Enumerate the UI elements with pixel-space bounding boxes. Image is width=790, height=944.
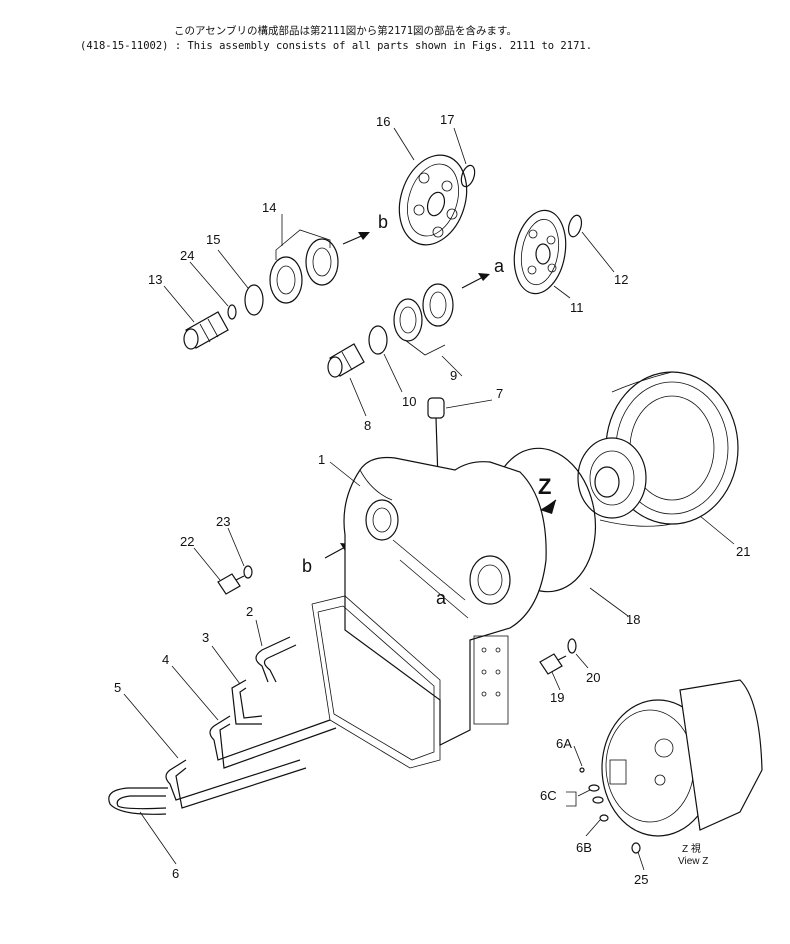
marker-b-housing: b (302, 556, 312, 576)
marker-a-housing: a (436, 588, 447, 608)
part-8-sleeve (327, 343, 365, 378)
part-15-snap-ring (244, 284, 264, 316)
callout-11: 11 (570, 300, 584, 315)
leader-lines (123, 127, 735, 871)
callout-12: 12 (614, 272, 628, 287)
note-japanese: このアセンブリの構成部品は第2111図から第2171図の部品を含みます。 (174, 25, 517, 37)
part-19-bolt (539, 653, 567, 675)
z-view-arrow (540, 499, 557, 514)
callout-17: 17 (440, 112, 454, 127)
part-11-carrier (513, 209, 567, 295)
callout-24: 24 (180, 248, 194, 263)
part-20-washer (567, 638, 577, 654)
callout-16: 16 (376, 114, 390, 129)
callout-10: 10 (402, 394, 416, 409)
callout-8: 8 (364, 418, 371, 433)
callout-6C: 6C (540, 788, 557, 803)
callout-6B: 6B (576, 840, 592, 855)
arrow-b-top (342, 232, 370, 245)
callout-14: 14 (262, 200, 276, 215)
part-14-bearings (269, 229, 339, 304)
marker-a-top: a (494, 256, 505, 276)
view-z-housing (601, 679, 763, 837)
callout-1: 1 (318, 452, 325, 467)
callout-23: 23 (216, 514, 230, 529)
arrow-a-top (461, 273, 490, 289)
part-17-snap-ring (460, 164, 476, 188)
callout-2: 2 (246, 604, 253, 619)
part-1-housing (343, 456, 547, 746)
callout-3: 3 (202, 630, 209, 645)
callout-9: 9 (450, 368, 457, 383)
view-z-label-line2: View Z (678, 856, 708, 867)
part-10-snap-ring (368, 325, 388, 355)
callout-18: 18 (626, 612, 640, 627)
part-25-plug (631, 842, 641, 854)
callout-20: 20 (586, 670, 600, 685)
part-9-bearings (393, 283, 454, 356)
callout-6A: 6A (556, 736, 572, 751)
marker-b-top: b (378, 212, 388, 232)
view-z-label-line1: Z 視 (682, 842, 701, 855)
callout-15: 15 (206, 232, 220, 247)
part-16-carrier (398, 154, 468, 246)
tubes-2-to-6 (108, 636, 337, 815)
note-english: (418-15-11002) : This assembly consists … (80, 40, 593, 52)
part-6C-plugs (588, 784, 604, 804)
marker-z: Z (538, 474, 551, 499)
part-21-drum (577, 371, 739, 527)
callout-7: 7 (496, 386, 503, 401)
callout-21: 21 (736, 544, 750, 559)
callout-6: 6 (172, 866, 179, 881)
callout-19: 19 (550, 690, 564, 705)
part-6B-plug (599, 814, 609, 822)
part-23-washer (243, 565, 253, 579)
part-22-bolt (217, 573, 245, 595)
callout-5: 5 (114, 680, 121, 695)
callout-4: 4 (162, 652, 169, 667)
callout-22: 22 (180, 534, 194, 549)
header-note: このアセンブリの構成部品は第2111図から第2171図の部品を含みます。 (41… (80, 24, 780, 54)
part-13-shaft (183, 311, 229, 350)
part-24-washer (227, 304, 237, 320)
part-6A-plug (579, 767, 585, 773)
part-12-snap-ring (567, 214, 583, 238)
callout-13: 13 (148, 272, 162, 287)
callout-25: 25 (634, 872, 648, 887)
